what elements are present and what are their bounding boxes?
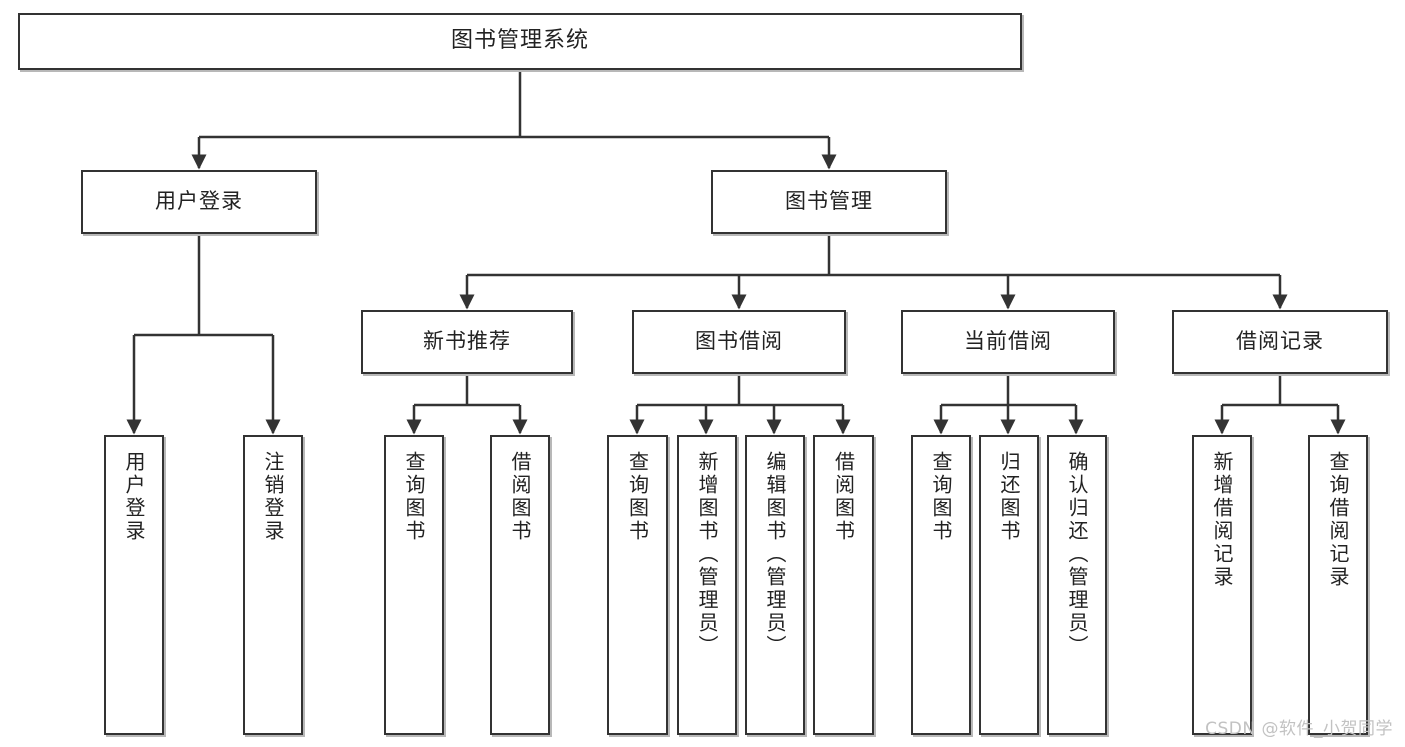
node-leaf-user-login[interactable]: 用户登录: [104, 435, 164, 735]
node-root[interactable]: 图书管理系统: [18, 13, 1022, 70]
node-book-borrow-label: 图书借阅: [695, 329, 783, 354]
node-leaf-query-borrow-record-label: 查询借阅记录: [1326, 451, 1350, 589]
node-leaf-return-book[interactable]: 归还图书: [979, 435, 1039, 735]
node-leaf-user-login-label: 用户登录: [122, 451, 146, 543]
node-leaf-query-book-2[interactable]: 查询图书: [607, 435, 668, 735]
node-leaf-borrow-book-1-label: 借阅图书: [508, 451, 532, 543]
node-leaf-query-book-3[interactable]: 查询图书: [911, 435, 971, 735]
node-new-book-recommend-label: 新书推荐: [423, 329, 511, 354]
node-leaf-add-book-admin[interactable]: 新增图书（管理员）: [677, 435, 737, 735]
node-leaf-add-borrow-record-label: 新增借阅记录: [1210, 451, 1234, 589]
node-leaf-return-book-label: 归还图书: [997, 451, 1021, 543]
node-leaf-add-borrow-record[interactable]: 新增借阅记录: [1192, 435, 1252, 735]
node-leaf-edit-book-admin-label: 编辑图书（管理员）: [763, 451, 787, 658]
node-leaf-logout-login-label: 注销登录: [261, 451, 285, 543]
node-leaf-confirm-return-admin[interactable]: 确认归还（管理员）: [1047, 435, 1107, 735]
node-leaf-borrow-book-2[interactable]: 借阅图书: [813, 435, 874, 735]
node-leaf-add-book-admin-label: 新增图书（管理员）: [695, 451, 719, 658]
node-leaf-query-book-1[interactable]: 查询图书: [384, 435, 444, 735]
node-book-manage[interactable]: 图书管理: [711, 170, 947, 234]
csdn-watermark: CSDN @软件_小贺同学: [1205, 719, 1393, 739]
node-current-borrow[interactable]: 当前借阅: [901, 310, 1115, 374]
node-current-borrow-label: 当前借阅: [964, 329, 1052, 354]
node-book-borrow[interactable]: 图书借阅: [632, 310, 846, 374]
node-leaf-borrow-book-2-label: 借阅图书: [831, 451, 856, 543]
node-root-label: 图书管理系统: [450, 28, 589, 54]
node-user-login[interactable]: 用户登录: [81, 170, 317, 234]
node-leaf-edit-book-admin[interactable]: 编辑图书（管理员）: [745, 435, 805, 735]
node-leaf-query-book-1-label: 查询图书: [402, 451, 426, 543]
node-leaf-confirm-return-admin-label: 确认归还（管理员）: [1065, 451, 1089, 658]
node-leaf-query-borrow-record[interactable]: 查询借阅记录: [1308, 435, 1368, 735]
node-leaf-logout-login[interactable]: 注销登录: [243, 435, 303, 735]
node-book-manage-label: 图书管理: [785, 189, 873, 214]
node-new-book-recommend[interactable]: 新书推荐: [361, 310, 573, 374]
node-leaf-query-book-3-label: 查询图书: [929, 451, 953, 543]
node-leaf-query-book-2-label: 查询图书: [625, 451, 650, 543]
node-user-login-label: 用户登录: [155, 189, 243, 214]
node-leaf-borrow-book-1[interactable]: 借阅图书: [490, 435, 550, 735]
node-borrow-record-label: 借阅记录: [1236, 329, 1324, 354]
node-borrow-record[interactable]: 借阅记录: [1172, 310, 1388, 374]
